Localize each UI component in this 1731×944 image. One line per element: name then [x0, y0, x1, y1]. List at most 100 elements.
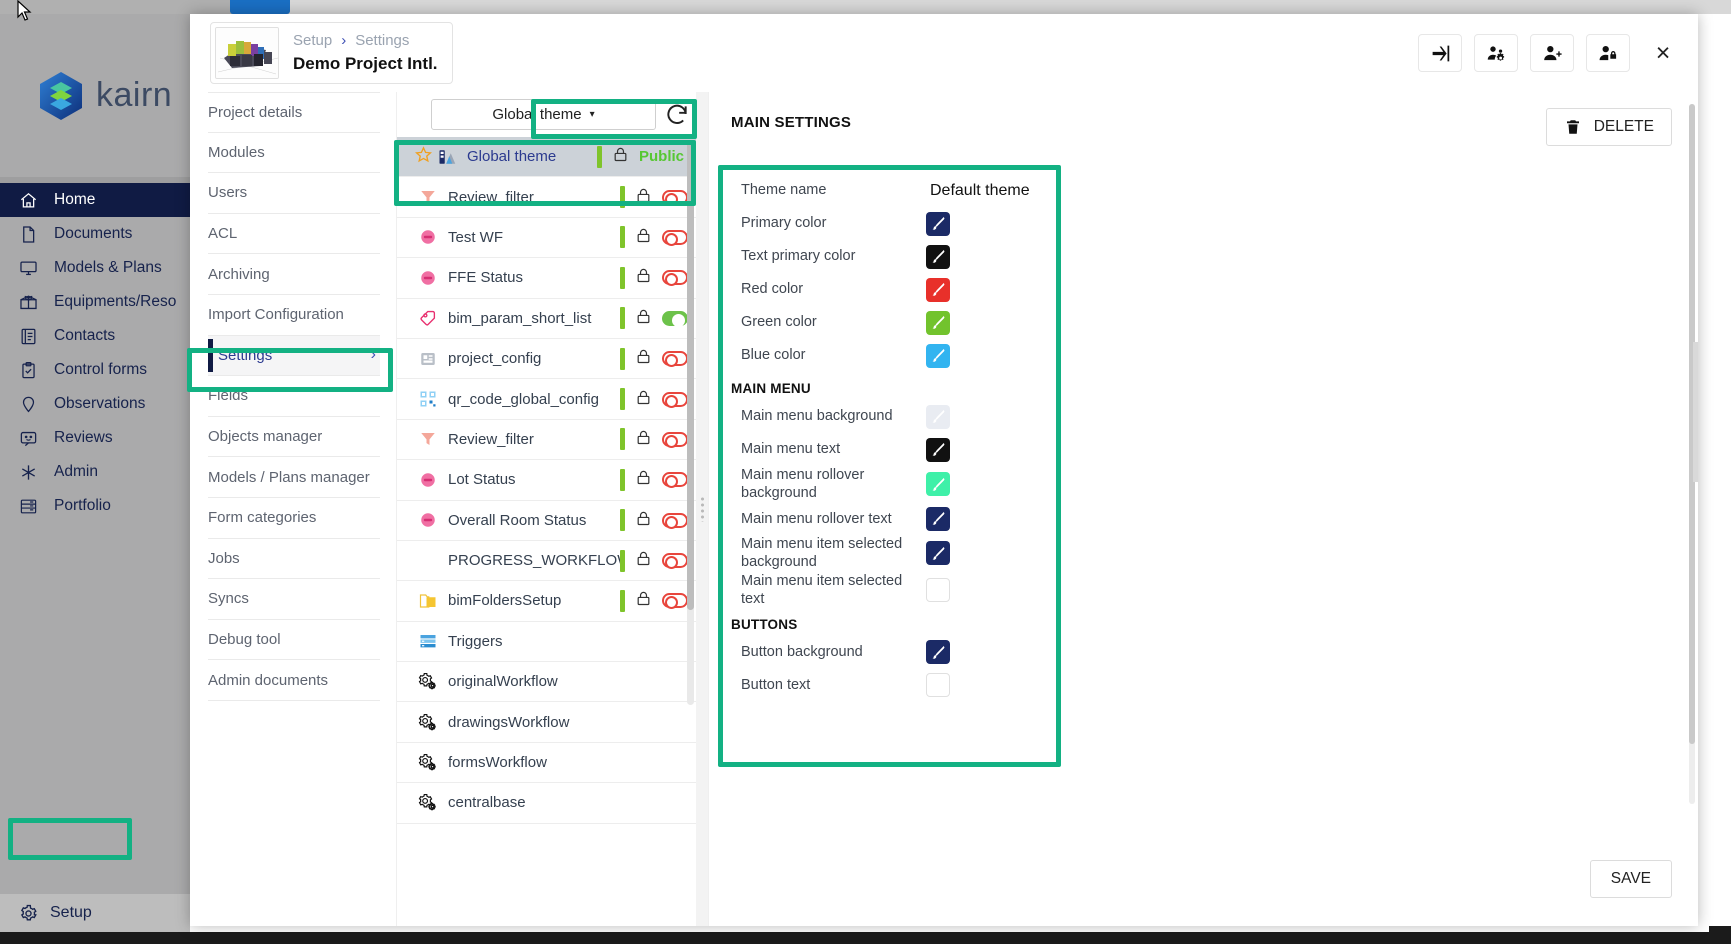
theme-list-item[interactable]: Lot Status	[397, 460, 696, 501]
theme-list-item[interactable]: drawingsWorkflow	[397, 702, 696, 743]
settings-menu-item-objects-manager[interactable]: Objects manager	[208, 417, 380, 458]
add-user-icon-button[interactable]	[1530, 34, 1574, 72]
theme-list-item[interactable]: originalWorkflow	[397, 662, 696, 703]
sidebar-item-admin[interactable]: Admin	[0, 455, 190, 489]
visibility-toggle[interactable]	[662, 351, 688, 368]
settings-menu-item-fields[interactable]: Fields	[208, 376, 380, 417]
lock-icon[interactable]	[635, 388, 652, 411]
color-swatch-button[interactable]	[926, 404, 950, 429]
visibility-toggle[interactable]	[662, 189, 688, 206]
settings-menu-item-form-categories[interactable]: Form categories	[208, 498, 380, 539]
theme-list-item[interactable]: Test WF	[397, 218, 696, 259]
theme-list-item[interactable]: project_config	[397, 339, 696, 380]
breadcrumb-root[interactable]: Setup	[293, 32, 333, 49]
settings-menu-item-modules[interactable]: Modules	[208, 133, 380, 174]
save-button[interactable]: SAVE	[1589, 860, 1672, 898]
lock-icon[interactable]	[635, 509, 652, 532]
color-swatch-button[interactable]	[926, 343, 950, 368]
color-swatch-button[interactable]	[926, 640, 950, 665]
settings-menu-item-debug-tool[interactable]: Debug tool	[208, 620, 380, 661]
sidebar-item-equipments-reso[interactable]: Equipments/Reso	[0, 285, 190, 319]
theme-list-scrollbar[interactable]	[687, 140, 694, 705]
breadcrumb-current[interactable]: Settings	[355, 32, 410, 49]
browser-tab[interactable]	[230, 0, 290, 14]
settings-menu-item-users[interactable]: Users	[208, 173, 380, 214]
lock-icon[interactable]	[635, 226, 652, 249]
settings-menu-item-syncs[interactable]: Syncs	[208, 579, 380, 620]
close-icon[interactable]: ×	[1655, 38, 1671, 67]
lock-icon[interactable]	[635, 347, 652, 370]
sidebar-item-home[interactable]: Home	[0, 183, 190, 217]
settings-menu-item-label: Project details	[208, 103, 303, 121]
sidebar-item-portfolio[interactable]: Portfolio	[0, 489, 190, 523]
theme-list-item[interactable]: Review_filter	[397, 177, 696, 218]
form-scrollbar[interactable]	[1689, 104, 1695, 804]
sidebar-item-contacts[interactable]: Contacts	[0, 319, 190, 353]
settings-menu-item-project-details[interactable]: Project details	[208, 92, 380, 133]
color-swatch-button[interactable]	[926, 277, 950, 302]
color-swatch-button[interactable]	[926, 506, 950, 531]
color-swatch-button[interactable]	[926, 577, 950, 602]
visibility-toggle[interactable]	[662, 229, 688, 246]
color-swatch-button[interactable]	[926, 541, 950, 566]
sidebar-item-models-plans[interactable]: Models & Plans	[0, 251, 190, 285]
theme-name-input[interactable]	[926, 177, 1106, 204]
theme-list-item[interactable]: bim_param_short_list	[397, 299, 696, 339]
manage-users-icon-button[interactable]	[1474, 34, 1518, 72]
panel-resize-handle[interactable]	[696, 92, 708, 926]
delete-button[interactable]: DELETE	[1545, 108, 1672, 146]
sidebar-item-observations[interactable]: Observations	[0, 387, 190, 421]
lock-icon[interactable]	[635, 186, 652, 209]
color-swatch-button[interactable]	[926, 437, 950, 462]
project-card[interactable]: Setup › Settings Demo Project Intl.	[210, 22, 453, 84]
visibility-toggle[interactable]	[662, 310, 688, 327]
color-swatch-button[interactable]	[926, 472, 950, 497]
settings-menu-item-jobs[interactable]: Jobs	[208, 539, 380, 580]
color-swatch-button[interactable]	[926, 310, 950, 335]
color-swatch-button[interactable]	[926, 244, 950, 269]
settings-menu-item-settings[interactable]: Settings›	[208, 335, 380, 377]
visibility-toggle[interactable]	[662, 391, 688, 408]
theme-list-item[interactable]: qr_code_global_config	[397, 379, 696, 420]
star-icon[interactable]	[414, 146, 434, 167]
login-as-icon-button[interactable]	[1418, 34, 1462, 72]
tag-icon	[415, 309, 440, 327]
visibility-toggle[interactable]	[662, 593, 688, 610]
lock-icon[interactable]	[635, 266, 652, 289]
settings-menu-item-acl[interactable]: ACL	[208, 214, 380, 255]
sidebar-item-control-forms[interactable]: Control forms	[0, 353, 190, 387]
sidebar-item-reviews[interactable]: Reviews	[0, 421, 190, 455]
theme-list-item[interactable]: PROGRESS_WORKFLOW	[397, 541, 696, 582]
lock-icon[interactable]	[635, 468, 652, 491]
lock-icon[interactable]	[635, 428, 652, 451]
lock-icon[interactable]	[612, 145, 629, 168]
settings-menu-item-admin-documents[interactable]: Admin documents	[208, 660, 380, 701]
theme-list-item[interactable]: Review_filter	[397, 420, 696, 461]
theme-list-item[interactable]: Overall Room Status	[397, 501, 696, 541]
visibility-toggle[interactable]	[662, 472, 688, 489]
visibility-toggle[interactable]	[662, 553, 688, 570]
settings-menu-item-import-configuration[interactable]: Import Configuration	[208, 295, 380, 336]
color-swatch-button[interactable]	[926, 211, 950, 236]
lock-icon[interactable]	[635, 307, 652, 330]
lock-icon[interactable]	[635, 549, 652, 572]
lock-icon[interactable]	[635, 589, 652, 612]
color-swatch-button[interactable]	[926, 673, 950, 698]
visibility-toggle[interactable]	[662, 270, 688, 287]
visibility-toggle[interactable]	[662, 512, 688, 529]
settings-menu-item-models-plans-manager[interactable]: Models / Plans manager	[208, 457, 380, 498]
visibility-toggle[interactable]	[662, 431, 688, 448]
theme-list-item[interactable]: Triggers	[397, 622, 696, 663]
user-lock-icon-button[interactable]	[1586, 34, 1630, 72]
theme-list-item[interactable]: formsWorkflow	[397, 743, 696, 784]
theme-list-item[interactable]: FFE Status	[397, 258, 696, 299]
sidebar-item-documents[interactable]: Documents	[0, 217, 190, 251]
refresh-icon[interactable]	[664, 102, 690, 128]
theme-list-item[interactable]: bimFoldersSetup	[397, 581, 696, 622]
settings-menu-item-archiving[interactable]: Archiving	[208, 254, 380, 295]
theme-type-select[interactable]: Global theme ▾	[431, 99, 656, 130]
theme-list-item[interactable]: centralbase	[397, 783, 696, 824]
sidebar-item-setup[interactable]: Setup	[0, 894, 190, 932]
